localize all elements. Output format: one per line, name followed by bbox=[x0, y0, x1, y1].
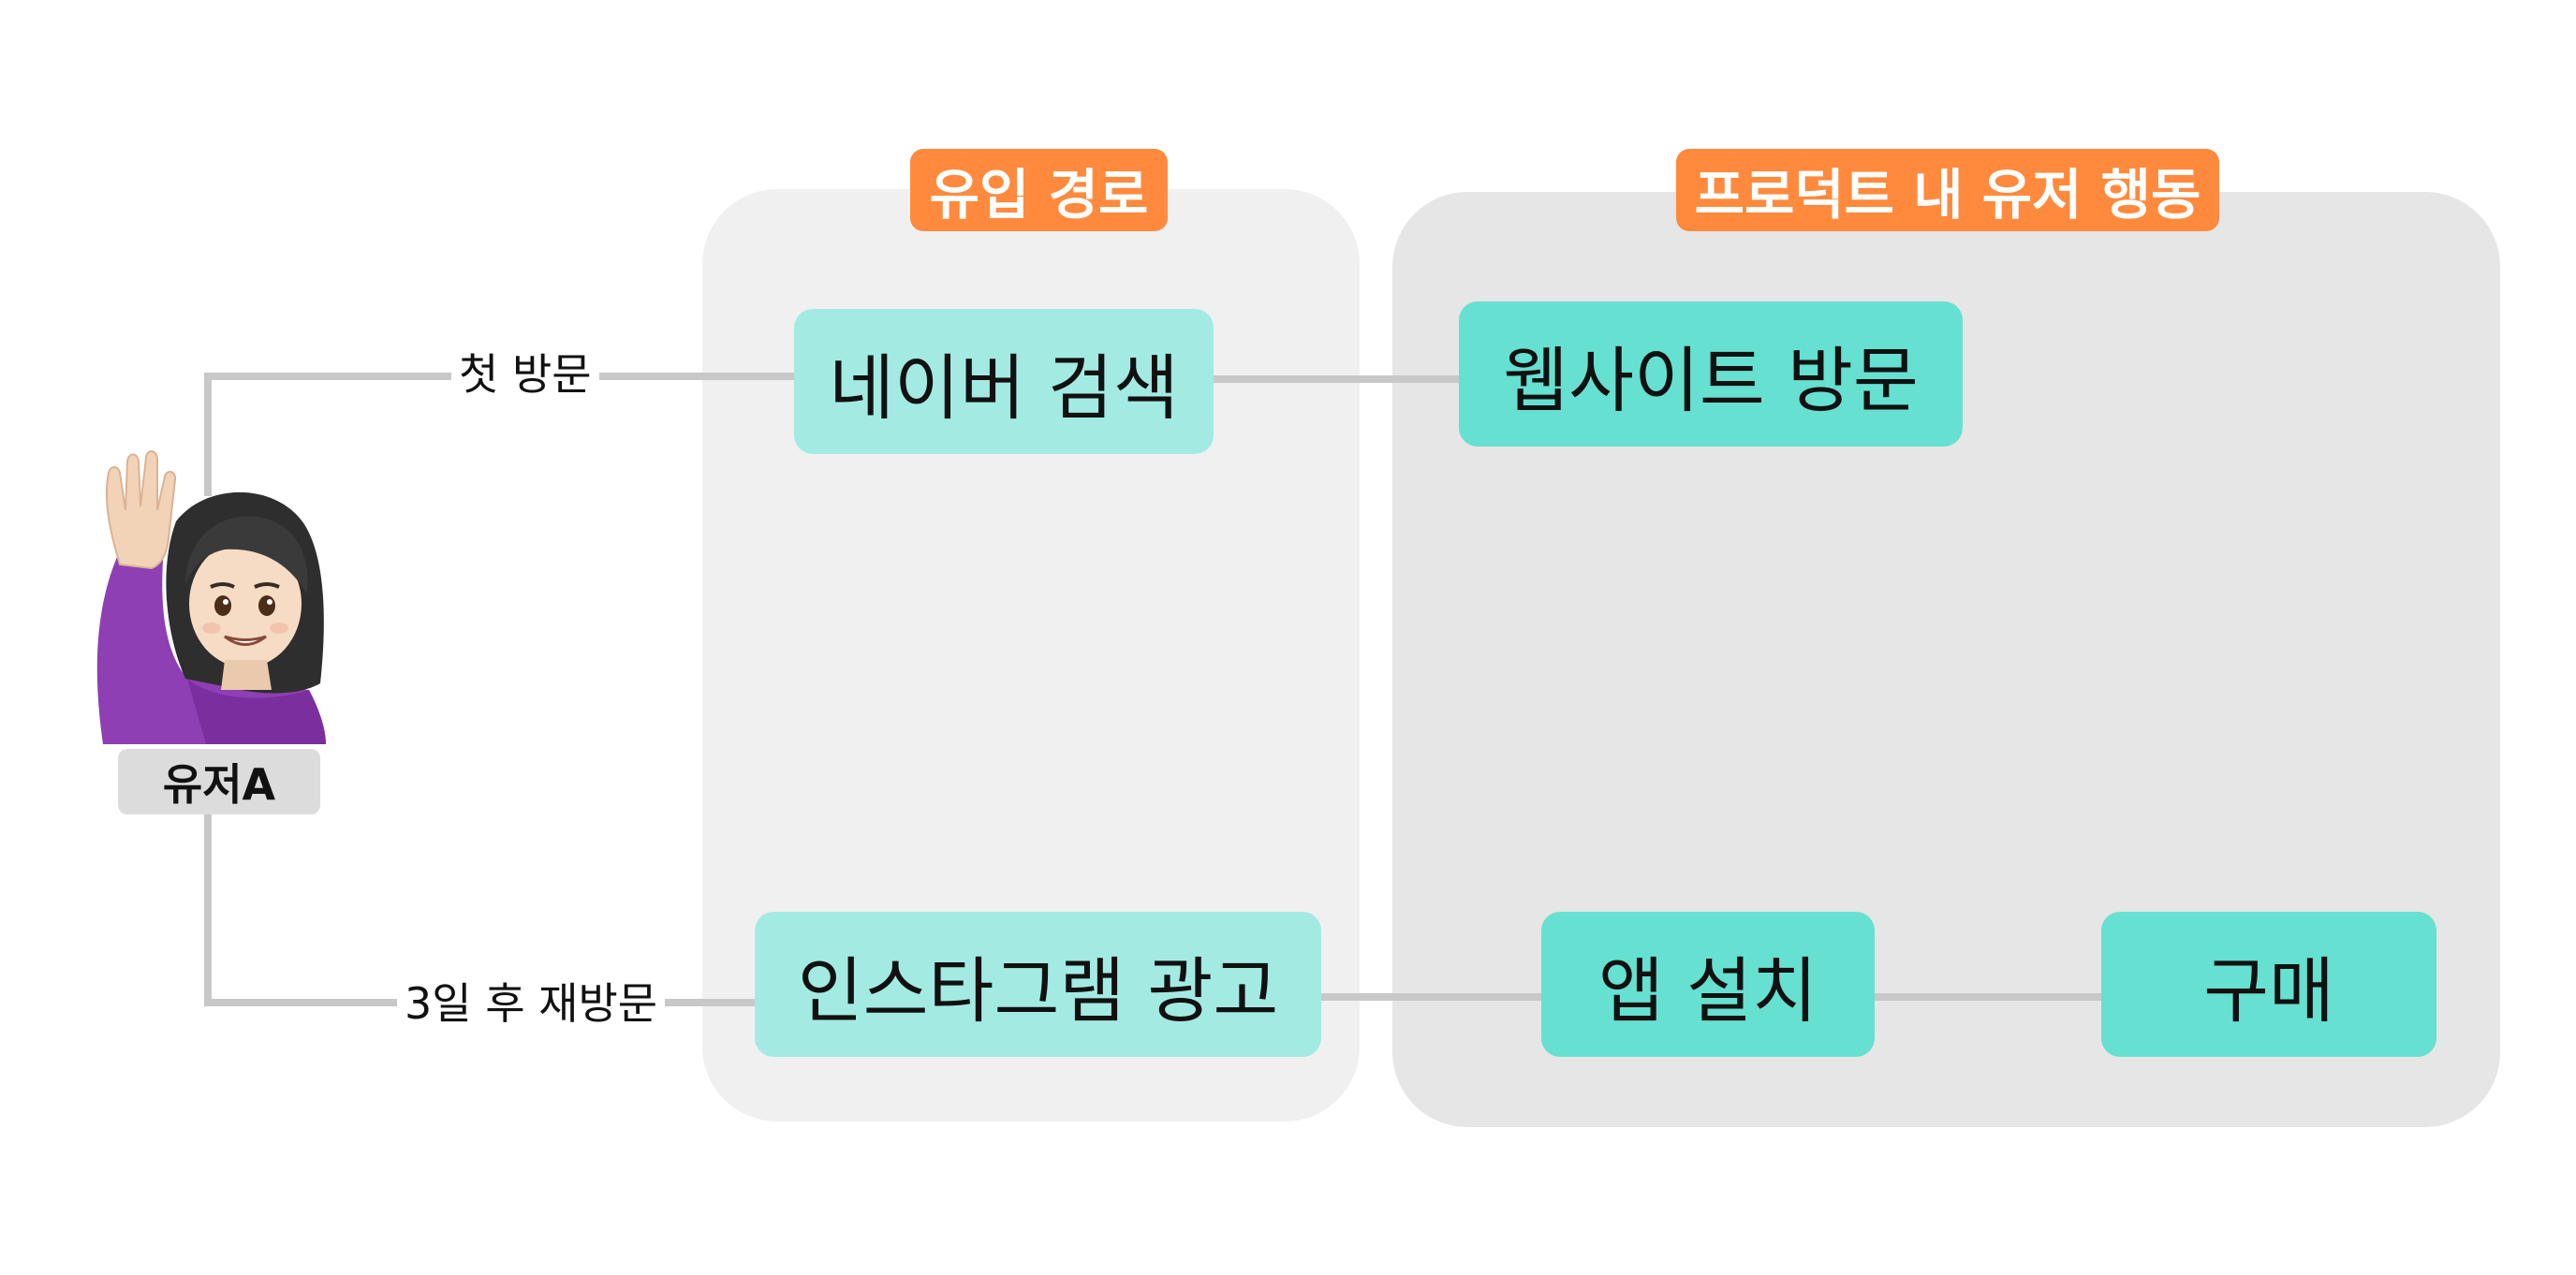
node-naver-search: 네이버 검색 bbox=[794, 309, 1214, 454]
node-purchase: 구매 bbox=[2101, 912, 2436, 1057]
person-raising-hand-icon bbox=[96, 450, 326, 744]
product-behavior-title: 프로덕트 내 유저 행동 bbox=[1676, 149, 2219, 231]
connector-first-visit bbox=[204, 373, 796, 496]
entry-path-title: 유입 경로 bbox=[910, 149, 1168, 231]
return-visit-label: 3일 후 재방문 bbox=[397, 974, 666, 1033]
node-app-install: 앱 설치 bbox=[1541, 912, 1875, 1057]
node-website-visit: 웹사이트 방문 bbox=[1459, 301, 1963, 447]
node-instagram-ad: 인스타그램 광고 bbox=[755, 912, 1321, 1057]
first-visit-label: 첫 방문 bbox=[451, 344, 599, 404]
user-label: 유저A bbox=[118, 749, 320, 814]
